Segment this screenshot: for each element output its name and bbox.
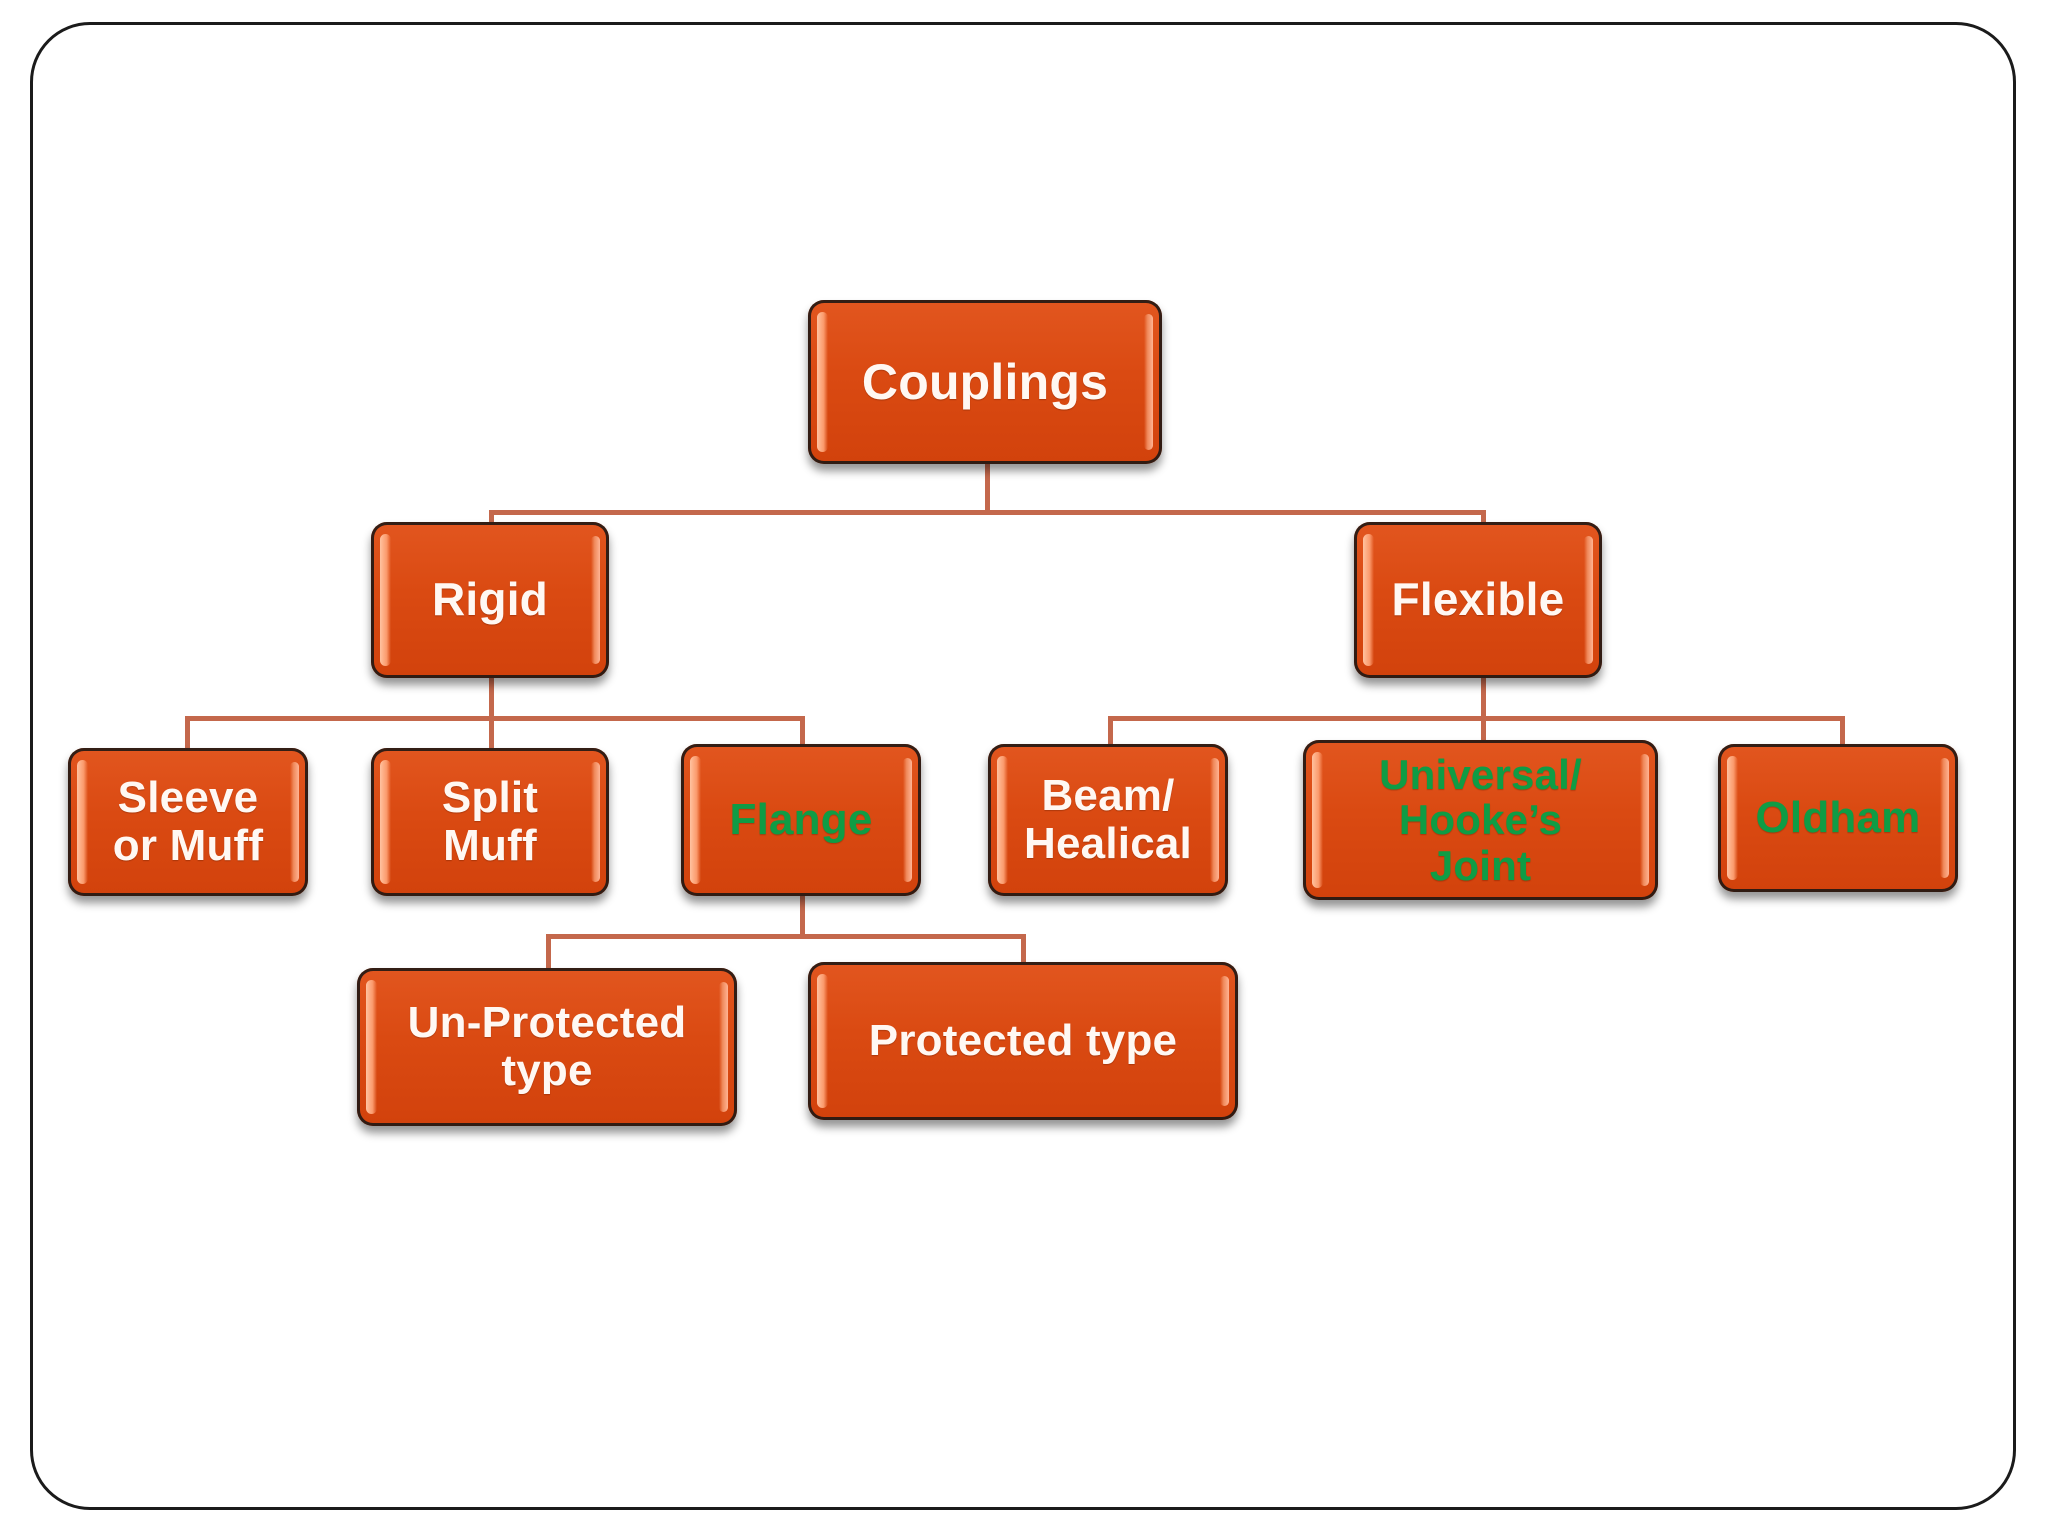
node-flexible[interactable]: Flexible — [1354, 522, 1602, 678]
connector-to-beam — [1108, 716, 1113, 748]
connector-to-split — [489, 716, 494, 748]
node-un-protected-type[interactable]: Un-Protected type — [357, 968, 737, 1126]
connector-flange-bus — [546, 934, 1026, 939]
node-flange-label: Flange — [729, 795, 873, 845]
connector-level1-bus — [489, 510, 1486, 515]
connector-to-flange — [800, 716, 805, 748]
connector-flange-stem — [800, 896, 805, 938]
node-couplings[interactable]: Couplings — [808, 300, 1162, 464]
node-oldham[interactable]: Oldham — [1718, 744, 1958, 892]
connector-rigid-stem — [489, 676, 494, 720]
node-flexible-label: Flexible — [1391, 573, 1565, 626]
connector-to-sleeve — [185, 716, 190, 748]
connector-rigid-bus — [185, 716, 805, 721]
node-un-protected-type-label: Un-Protected type — [407, 998, 687, 1095]
node-split-muff[interactable]: Split Muff — [371, 748, 609, 896]
node-beam-healical-label: Beam/ Healical — [1024, 771, 1192, 868]
node-universal-hookes-joint[interactable]: Universal/ Hooke’s Joint — [1303, 740, 1658, 900]
node-split-muff-label: Split Muff — [441, 773, 539, 870]
slide-frame-border — [30, 22, 2016, 1510]
node-beam-healical[interactable]: Beam/ Healical — [988, 744, 1228, 896]
connector-to-oldham — [1840, 716, 1845, 748]
node-protected-type[interactable]: Protected type — [808, 962, 1238, 1120]
node-sleeve-or-muff-label: Sleeve or Muff — [112, 773, 264, 870]
node-oldham-label: Oldham — [1755, 793, 1921, 843]
node-rigid-label: Rigid — [432, 573, 548, 626]
node-protected-type-label: Protected type — [868, 1016, 1178, 1066]
node-sleeve-or-muff[interactable]: Sleeve or Muff — [68, 748, 308, 896]
connector-to-protected — [1021, 934, 1026, 970]
connector-to-universal — [1481, 716, 1486, 748]
connector-couplings-stem — [985, 462, 990, 514]
node-couplings-label: Couplings — [861, 354, 1109, 410]
node-universal-hookes-joint-label: Universal/ Hooke’s Joint — [1379, 750, 1582, 889]
connector-to-unprotected — [546, 934, 551, 970]
connector-flexible-stem — [1481, 676, 1486, 720]
connector-flexible-bus — [1108, 716, 1845, 721]
node-rigid[interactable]: Rigid — [371, 522, 609, 678]
node-flange[interactable]: Flange — [681, 744, 921, 896]
